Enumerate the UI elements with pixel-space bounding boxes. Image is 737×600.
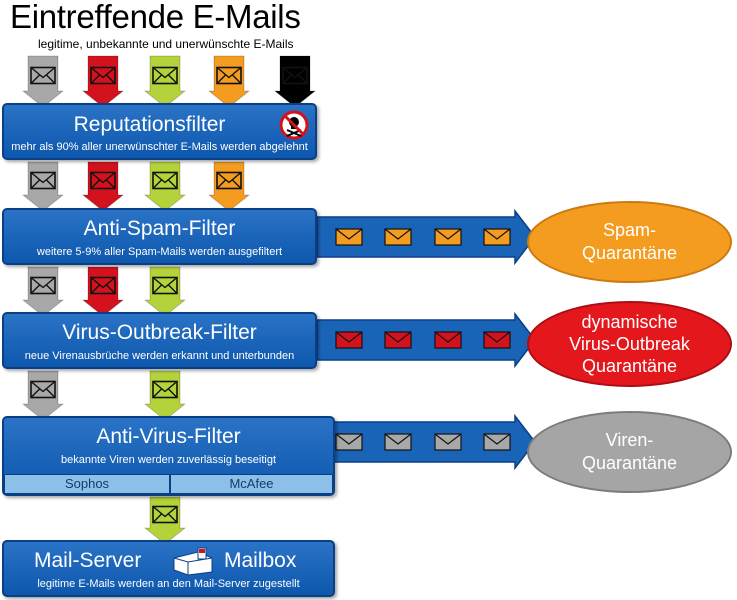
arrow-to-virus-quarantine-envelope-3 xyxy=(483,433,511,451)
anti-virus-filter-box: Anti-Virus-Filter bekannte Viren werden … xyxy=(2,416,335,496)
virus-outbreak-filter-description: neue Virenausbrüche werden erkannt und u… xyxy=(24,350,295,362)
arrow-incoming-black-envelope xyxy=(282,66,308,85)
reputation-filter-title: Reputationsfilter xyxy=(73,113,226,136)
arrow-incoming-black xyxy=(273,55,317,108)
mail-server-description: legitime E-Mails werden an den Mail-Serv… xyxy=(37,578,300,590)
arrow-incoming-green xyxy=(143,55,187,108)
arrow-incoming-green-envelope xyxy=(152,66,178,85)
arrow-to-antispam-gray-envelope xyxy=(30,171,56,190)
sophos-engine-label: Sophos xyxy=(4,474,170,494)
blocked-skull-icon xyxy=(279,110,309,140)
anti-spam-filter-box: Anti-Spam-Filter weitere 5-9% aller Spam… xyxy=(2,208,317,265)
mailbox-title: Mailbox xyxy=(224,549,297,572)
anti-virus-filter-description: bekannte Viren werden zuverlässig beseit… xyxy=(60,454,277,466)
arrow-incoming-orange xyxy=(207,55,251,108)
arrow-to-outbreak-red-envelope xyxy=(90,276,116,295)
arrow-to-spam-quarantine-envelope-2 xyxy=(434,228,462,246)
spam-quarantine-bubble: Spam- Quarantäne xyxy=(527,201,732,283)
reputation-filter-description: mehr als 90% aller unerwünschter E-Mails… xyxy=(11,141,308,153)
arrow-incoming-red-envelope xyxy=(90,66,116,85)
arrow-incoming-gray xyxy=(21,55,65,108)
arrow-to-antispam-orange xyxy=(207,161,251,212)
arrow-to-outbreak-quarantine-envelope-0 xyxy=(335,331,363,349)
anti-virus-filter-title: Anti-Virus-Filter xyxy=(96,425,241,448)
mail-server-box: Mail-Server Mailbox legitime E-Mails wer… xyxy=(2,540,335,597)
arrow-to-virus-quarantine-envelope-1 xyxy=(384,433,412,451)
arrow-to-spam-quarantine xyxy=(316,208,536,266)
arrow-to-antivirus-green xyxy=(143,370,187,421)
arrow-to-spam-quarantine-envelope-1 xyxy=(384,228,412,246)
anti-spam-filter-title: Anti-Spam-Filter xyxy=(83,217,236,240)
arrow-to-antivirus-gray xyxy=(21,370,65,421)
arrow-incoming-gray-envelope xyxy=(30,66,56,85)
arrow-to-spam-quarantine-envelope-3 xyxy=(483,228,511,246)
arrow-to-outbreak-gray-envelope xyxy=(30,276,56,295)
arrow-to-antivirus-green-envelope xyxy=(152,380,178,399)
arrow-to-antispam-red xyxy=(81,161,125,212)
arrow-to-mailserver-green-envelope xyxy=(152,505,178,524)
arrow-to-antispam-red-envelope xyxy=(90,171,116,190)
anti-spam-filter-description: weitere 5-9% aller Spam-Mails werden aus… xyxy=(36,246,283,258)
arrow-to-outbreak-green-envelope xyxy=(152,276,178,295)
virus-outbreak-filter-title: Virus-Outbreak-Filter xyxy=(62,321,257,344)
virus-outbreak-filter-box: Virus-Outbreak-Filter neue Virenausbrüch… xyxy=(2,312,317,369)
arrow-to-outbreak-quarantine-envelope-1 xyxy=(384,331,412,349)
arrow-to-mailserver-green xyxy=(143,496,187,545)
arrow-incoming-red xyxy=(81,55,125,108)
mcafee-engine-label: McAfee xyxy=(170,474,333,494)
arrow-to-outbreak-green xyxy=(143,266,187,317)
diagram-title: Eintreffende E-Mails xyxy=(10,0,301,35)
mailbox-icon xyxy=(173,547,213,576)
arrow-to-outbreak-quarantine-envelope-2 xyxy=(434,331,462,349)
arrow-to-outbreak-red xyxy=(81,266,125,317)
arrow-to-antispam-orange-envelope xyxy=(216,171,242,190)
arrow-to-virus-quarantine-envelope-2 xyxy=(434,433,462,451)
arrow-to-outbreak-quarantine xyxy=(316,311,536,369)
mail-server-title: Mail-Server xyxy=(34,549,142,572)
arrow-to-outbreak-gray xyxy=(21,266,65,317)
arrow-to-virus-quarantine xyxy=(316,413,536,471)
reputation-filter-box: Reputationsfilter mehr als 90% aller une… xyxy=(2,103,317,160)
arrow-to-spam-quarantine-envelope-0 xyxy=(335,228,363,246)
diagram-subtitle: legitime, unbekannte und unerwünschte E-… xyxy=(38,37,294,51)
arrow-to-outbreak-quarantine-envelope-3 xyxy=(483,331,511,349)
arrow-to-antispam-green xyxy=(143,161,187,212)
arrow-to-antivirus-gray-envelope xyxy=(30,380,56,399)
virus-quarantine-bubble: Viren- Quarantäne xyxy=(527,411,732,493)
arrow-to-antispam-green-envelope xyxy=(152,171,178,190)
arrow-to-virus-quarantine-envelope-0 xyxy=(335,433,363,451)
arrow-incoming-orange-envelope xyxy=(216,66,242,85)
arrow-to-antispam-gray xyxy=(21,161,65,212)
virus-outbreak-quarantine-bubble: dynamische Virus-Outbreak Quarantäne xyxy=(527,301,732,387)
